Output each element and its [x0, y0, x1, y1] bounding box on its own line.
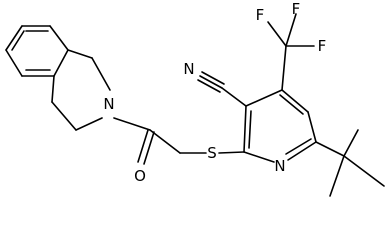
bond — [5, 25, 23, 51]
atom-label-n-isoquinoline: N — [103, 95, 114, 113]
atom-label-f-1: F — [256, 6, 265, 24]
bond — [315, 141, 345, 157]
bond — [53, 49, 69, 77]
bond — [149, 129, 181, 154]
bond — [287, 141, 317, 161]
bond — [113, 117, 151, 131]
bond — [218, 151, 245, 154]
bond — [5, 49, 23, 77]
bond — [307, 111, 317, 143]
atom-label-n-pyridine: N — [274, 157, 285, 175]
atom-label-o-carbonyl: O — [134, 167, 146, 185]
bond — [267, 21, 287, 47]
bond-inner — [248, 110, 252, 149]
bond — [285, 13, 297, 47]
bond — [75, 117, 103, 131]
bond-inner — [11, 30, 25, 51]
atom-label-n-nitrile: N — [183, 60, 194, 78]
bond — [243, 151, 275, 163]
bonds — [5, 13, 385, 197]
bond — [343, 155, 385, 187]
bond — [245, 89, 283, 107]
bond — [329, 155, 345, 197]
bond — [91, 57, 111, 91]
bond — [143, 131, 155, 165]
bond — [343, 129, 359, 157]
bond — [281, 89, 309, 113]
bond — [201, 71, 225, 85]
bond — [199, 75, 223, 89]
bond — [243, 105, 247, 153]
atom-label-f-2: F — [292, 0, 301, 18]
atom-labels: N O S N N F F F — [103, 0, 326, 185]
bond — [67, 49, 93, 59]
bond — [137, 129, 149, 163]
bond — [49, 25, 69, 51]
atom-label-s-thioether: S — [207, 144, 217, 162]
bond-inner — [285, 138, 312, 155]
bond — [221, 87, 247, 107]
bond — [197, 79, 221, 93]
bond — [51, 75, 55, 103]
bond-inner — [279, 94, 304, 115]
atom-label-f-3: F — [318, 37, 327, 55]
molecule-structure: N O S N N F F F — [5, 0, 385, 197]
bond — [51, 101, 77, 131]
bond — [281, 45, 287, 91]
